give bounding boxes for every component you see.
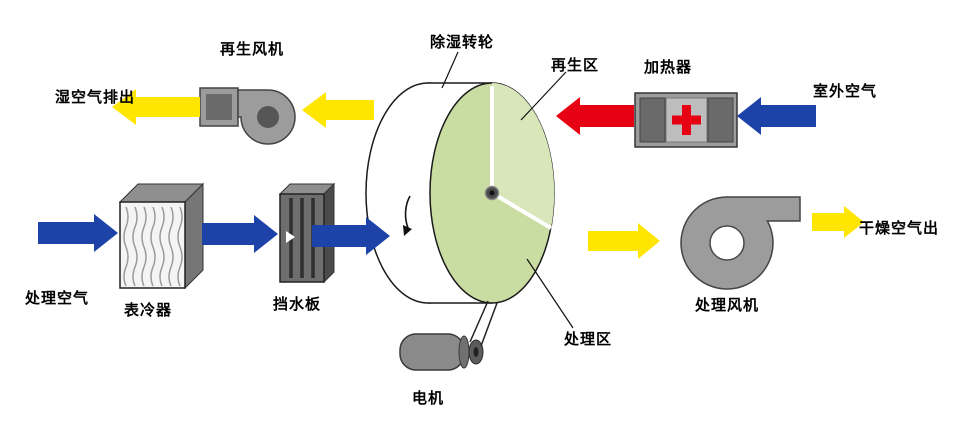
motor	[399, 333, 484, 371]
wheel-to-regen-fan-arrow	[302, 92, 374, 128]
baffle-flow-mark-icon	[286, 231, 295, 243]
surface-cooler	[118, 182, 205, 290]
process-air-inlet-arrow	[38, 214, 118, 252]
motor-pulley-groove	[473, 347, 479, 357]
heater-to-wheel-arrow	[556, 97, 634, 135]
label-heater: 加热器	[643, 58, 693, 76]
label-motor: 电机	[411, 389, 445, 407]
label-regen-zone: 再生区	[550, 56, 600, 74]
label-surface-cooler: 表冷器	[123, 301, 173, 319]
label-regen-fan: 再生风机	[219, 40, 285, 58]
process-fan-hub	[709, 225, 745, 261]
label-process-air: 处理空气	[24, 289, 90, 307]
heater-right-cap	[707, 97, 734, 143]
regen-fan-hub	[257, 106, 279, 128]
label-process-zone: 处理区	[563, 330, 613, 348]
label-process-fan: 处理风机	[694, 296, 760, 314]
regen-zone-leader	[520, 71, 567, 121]
label-dry-air-out: 干燥空气出	[858, 219, 940, 237]
wheel-label-leader	[441, 51, 459, 89]
regen-fan-outlet-core	[206, 94, 232, 120]
cooler-to-baffle-arrow	[202, 215, 278, 253]
regen-fan	[199, 87, 296, 145]
label-wet-air-out: 湿空气排出	[54, 88, 136, 106]
heater	[634, 92, 738, 148]
heater-left-cap	[639, 97, 666, 143]
regen-sector	[492, 82, 555, 228]
rotation-arrow-icon	[403, 195, 412, 236]
process-zone-leader	[526, 258, 574, 329]
outdoor-air-arrow	[737, 97, 816, 135]
desiccant-wheel	[365, 82, 555, 304]
label-water-baffle: 挡水板	[272, 295, 322, 313]
motor-end-cap	[458, 335, 470, 369]
heater-plus-icon	[672, 105, 701, 135]
drive-belt	[469, 300, 498, 347]
cooler-side-face	[184, 182, 204, 290]
cooler-coil-texture	[123, 206, 183, 287]
motor-body	[399, 333, 465, 371]
label-wheel: 除湿转轮	[429, 33, 495, 51]
wheel-to-process-fan-arrow	[588, 223, 660, 259]
process-fan	[680, 196, 801, 290]
dry-air-out-arrow	[812, 206, 864, 238]
wheel-hub-inner	[489, 190, 495, 196]
label-outdoor-air: 室外空气	[812, 82, 878, 100]
wet-air-exhaust-arrow	[112, 89, 200, 125]
baffle-to-wheel-arrow	[312, 217, 390, 255]
